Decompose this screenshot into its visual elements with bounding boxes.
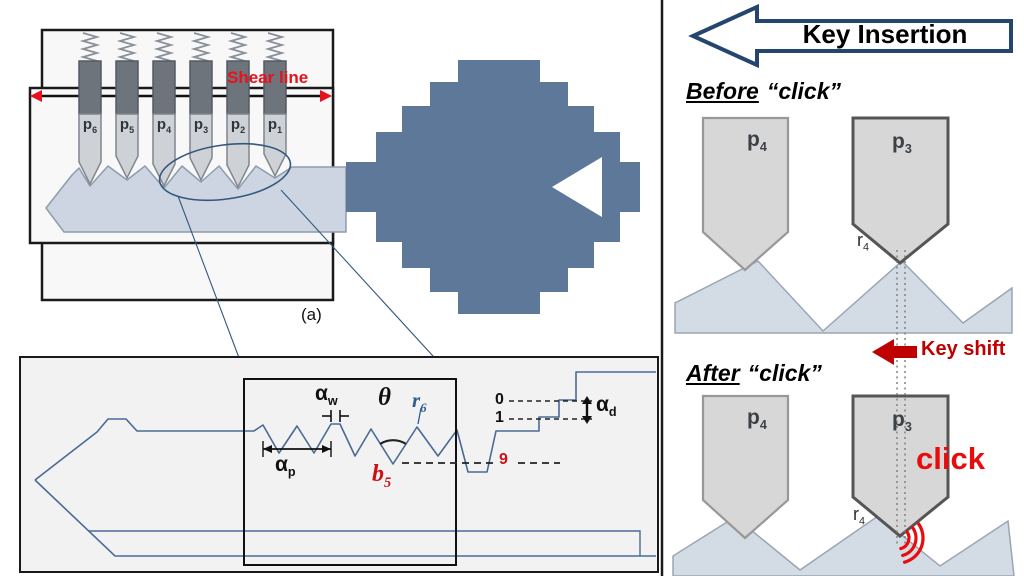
after-quote: “click” [747, 360, 822, 386]
shear-line-label: Shear line [227, 68, 309, 87]
key-shift-label: Key shift [921, 338, 1006, 360]
shear-arrow-right-icon [320, 90, 332, 102]
pin-p3-after [851, 394, 950, 538]
key-insertion-arrow [688, 3, 1013, 69]
before-quote: “click” [766, 78, 842, 104]
key-profile-top-outline [34, 371, 656, 481]
key-pin [263, 113, 287, 178]
key-profile-bottom-outline [34, 479, 656, 557]
driver-pin [152, 60, 176, 115]
alpha-w-ticks [322, 410, 349, 422]
sound-waves-icon [899, 522, 925, 564]
key-shift-arrow-icon [872, 339, 917, 365]
pin-p4-before [701, 116, 790, 272]
key-insertion-label: Key Insertion [802, 19, 968, 49]
key-pins [78, 113, 287, 189]
key-pin [78, 113, 102, 186]
b5-label: b5 [372, 461, 392, 491]
r6-label: r6 [412, 388, 427, 416]
driver-pin [78, 60, 102, 115]
p3-before-label: p3 [892, 130, 912, 157]
spring-icon [116, 32, 138, 62]
spring-icon [227, 32, 249, 62]
theta-label: θ [378, 384, 391, 411]
pin-label-p6: p6 [82, 116, 98, 135]
pin-label-p1: p1 [267, 116, 283, 135]
pin-label-p2: p2 [230, 116, 246, 135]
key-groove-line [89, 530, 641, 556]
alpha-p-arrow [262, 441, 332, 457]
spring-icon [153, 32, 175, 62]
driver-pins [78, 60, 287, 115]
key-pin [115, 113, 139, 180]
driver-pin [189, 60, 213, 115]
pin-label-p3: p3 [193, 116, 209, 135]
pin-p3-before [851, 116, 950, 265]
subfigure-caption: (a) [301, 305, 322, 324]
zoom-ellipse [158, 142, 292, 202]
p3-after-label: p3 [892, 408, 912, 435]
driver-pin [115, 60, 139, 115]
r4-after-label: r4 [853, 504, 866, 528]
spring-icon [79, 32, 101, 62]
key-pin [152, 113, 176, 188]
after-word: After [686, 360, 740, 386]
depth-0-label: 0 [495, 391, 504, 408]
alpha-p-label: αp [275, 453, 296, 480]
key-surface-before [674, 259, 1013, 334]
shear-arrow-left-icon [30, 90, 42, 102]
spring-icon [264, 32, 286, 62]
pin-p4-after [701, 394, 790, 540]
key-bow [346, 60, 640, 314]
pin-label-p5: p5 [119, 116, 135, 135]
p4-before-label: p4 [747, 128, 767, 155]
p4-after-label: p4 [747, 406, 767, 433]
alpha-d-arrow [582, 396, 592, 424]
springs [79, 32, 286, 62]
depth-1-label: 1 [495, 409, 504, 426]
theta-arc [379, 439, 407, 445]
leader-line-right [280, 189, 455, 380]
before-word: Before [686, 78, 759, 104]
key-pin [226, 113, 250, 189]
zoom-panel [19, 356, 659, 573]
after-heading: After “click” [686, 361, 822, 385]
r4-before-label: r4 [857, 230, 870, 254]
r6-pointer-line [417, 407, 422, 425]
detail-box [243, 378, 457, 566]
click-label: click [916, 441, 985, 476]
alpha-w-label: αw [315, 382, 338, 409]
before-heading: Before “click” [686, 79, 841, 103]
depth-9-label: 9 [499, 451, 508, 468]
pin-label-p4: p4 [156, 116, 172, 135]
key-pin [189, 113, 213, 182]
leader-line-left [177, 195, 248, 380]
alpha-d-label: αd [596, 393, 617, 420]
key-surface-after [672, 515, 1015, 576]
spring-icon [190, 32, 212, 62]
